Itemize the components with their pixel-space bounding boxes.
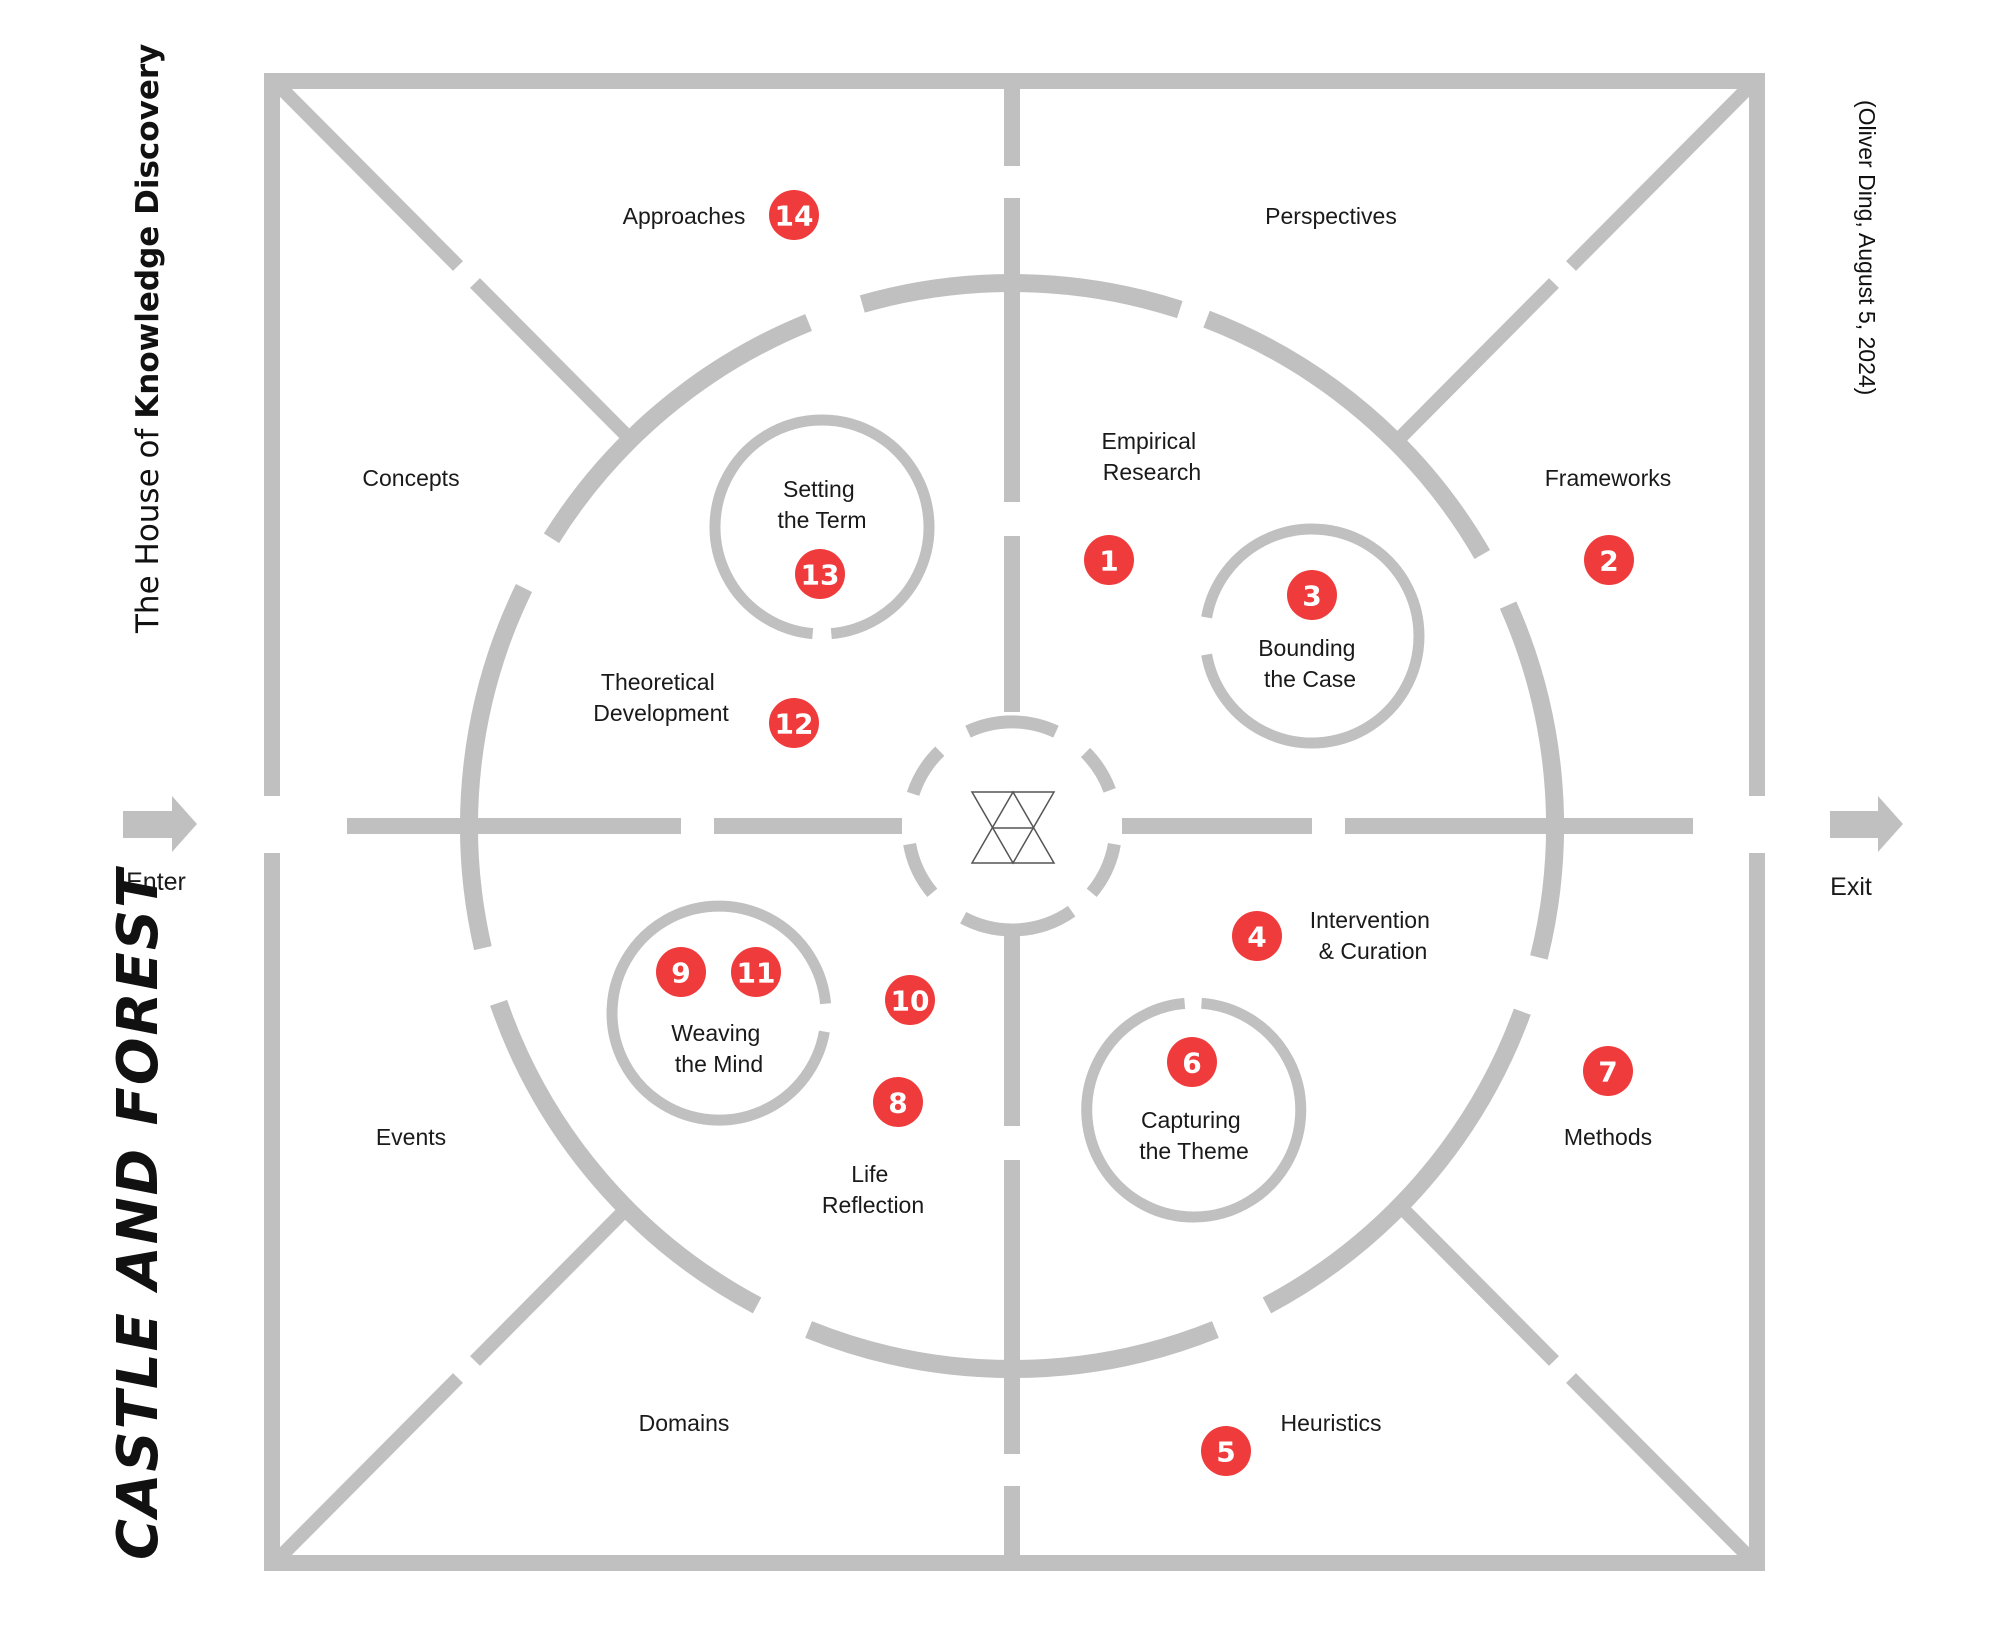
outer-ring — [460, 273, 1565, 1379]
badge-number: 4 — [1247, 921, 1266, 954]
badge-circle — [1201, 1426, 1251, 1476]
badge-9: 9 — [656, 947, 706, 997]
author-credit: (Oliver Ding, August 5, 2024) — [1854, 100, 1880, 395]
badge-12: 12 — [769, 698, 819, 748]
room-label-intervention-curation: Intervention & Curation — [1310, 907, 1437, 964]
badge-number: 13 — [801, 559, 840, 592]
badge-8: 8 — [873, 1077, 923, 1127]
badge-13: 13 — [795, 549, 845, 599]
badge-circle — [873, 1077, 923, 1127]
badge-circle — [1167, 1037, 1217, 1087]
exit-arrow-icon[interactable] — [1830, 796, 1903, 852]
outer-ring-segment — [460, 584, 533, 951]
badge-circle — [1084, 535, 1134, 585]
badge-number: 6 — [1182, 1047, 1201, 1080]
hub-ring — [903, 715, 1121, 937]
badge-number: 14 — [775, 200, 814, 233]
hub-ring-segment — [903, 842, 938, 897]
cell-label-capturing-the-theme: Capturing the Theme — [1139, 1107, 1249, 1164]
badge-circle — [769, 190, 819, 240]
room-label-life-reflection: Life Reflection — [822, 1161, 924, 1218]
badge-4: 4 — [1232, 911, 1282, 961]
enter-label: Enter — [126, 868, 186, 896]
badge-circle — [1287, 570, 1337, 620]
zone-label-perspectives: Perspectives — [1265, 203, 1397, 229]
hub-ring-segment — [1086, 842, 1121, 897]
badge-10: 10 — [885, 975, 935, 1025]
badge-circle — [769, 698, 819, 748]
enter-arrow-icon[interactable] — [123, 796, 197, 852]
zone-label-domains: Domains — [639, 1410, 730, 1436]
enter-arrow: Enter — [123, 796, 197, 896]
badge-number: 7 — [1598, 1056, 1617, 1089]
zone-labels: Approaches Perspectives Concepts Framewo… — [362, 203, 1671, 1436]
cell-ring-setting-segment — [709, 414, 935, 640]
diagram-title: The House of Knowledge Discovery — [130, 44, 166, 634]
badge-6: 6 — [1167, 1037, 1217, 1087]
cell-ring-capturing-segment — [1081, 997, 1307, 1223]
diagonal-walls — [275, 82, 1754, 1562]
badge-number: 9 — [671, 957, 690, 990]
zone-label-methods: Methods — [1564, 1124, 1652, 1150]
hub-ring-segment — [965, 715, 1059, 738]
badge-number: 1 — [1099, 545, 1118, 578]
hub-ring-segment — [960, 905, 1076, 937]
badge-number: 10 — [891, 985, 930, 1018]
badge-number: 11 — [737, 957, 776, 990]
badge-circle — [885, 975, 935, 1025]
outer-ring-segment — [805, 1321, 1219, 1379]
zone-label-frameworks: Frameworks — [1545, 465, 1672, 491]
brand-logo: CASTLE AND FOREST — [106, 866, 171, 1560]
cell-label-weaving-the-mind: Weaving the Mind — [671, 1020, 766, 1077]
room-label-theoretical-development: Theoretical Development — [593, 669, 729, 726]
hub-ring-segment — [1080, 747, 1116, 793]
outer-ring-segment — [859, 273, 1183, 319]
badge-7: 7 — [1583, 1046, 1633, 1096]
badge-circle — [1583, 1046, 1633, 1096]
badge-circle — [1584, 535, 1634, 585]
hub-ring-segment — [906, 746, 945, 797]
exit-arrow: Exit — [1830, 796, 1903, 901]
cell-label-setting-the-term: Setting the Term — [777, 476, 866, 533]
cell-ring-weaving-segment — [606, 900, 832, 1126]
outer-frame — [264, 73, 1765, 1571]
room-label-empirical-research: Empirical Research — [1102, 428, 1203, 485]
zone-label-events: Events — [376, 1124, 446, 1150]
badge-number: 8 — [888, 1087, 907, 1120]
outer-ring-segment — [543, 314, 812, 544]
cell-ring-bounding-segment — [1201, 523, 1425, 749]
cell-rings — [606, 414, 1425, 1223]
badge-circle — [1232, 911, 1282, 961]
outer-ring-segment — [1262, 1008, 1531, 1314]
badge-1: 1 — [1084, 535, 1134, 585]
badge-circle — [731, 947, 781, 997]
badge-3: 3 — [1287, 570, 1337, 620]
badge-circle — [795, 549, 845, 599]
badge-number: 12 — [775, 708, 814, 741]
badge-5: 5 — [1201, 1426, 1251, 1476]
badge-2: 2 — [1584, 535, 1634, 585]
cell-label-bounding-the-case: Bounding the Case — [1258, 635, 1362, 692]
zone-label-approaches: Approaches — [623, 203, 746, 229]
badge-number: 2 — [1599, 545, 1618, 578]
badge-14: 14 — [769, 190, 819, 240]
exit-label: Exit — [1830, 873, 1872, 901]
outer-ring-segment — [490, 999, 762, 1314]
badge-circle — [656, 947, 706, 997]
center-logo — [970, 790, 1056, 865]
badge-11: 11 — [731, 947, 781, 997]
outer-ring-segment — [1499, 601, 1565, 960]
badge-number: 3 — [1302, 580, 1321, 613]
cell-labels: Setting the Term Bounding the Case Weavi… — [671, 476, 1362, 1164]
zone-label-heuristics: Heuristics — [1281, 1410, 1382, 1436]
outer-ring-segment — [1203, 310, 1491, 560]
room-labels: Empirical Research Theoretical Developme… — [593, 428, 1437, 1218]
zone-label-concepts: Concepts — [362, 465, 459, 491]
badge-number: 5 — [1216, 1436, 1235, 1469]
